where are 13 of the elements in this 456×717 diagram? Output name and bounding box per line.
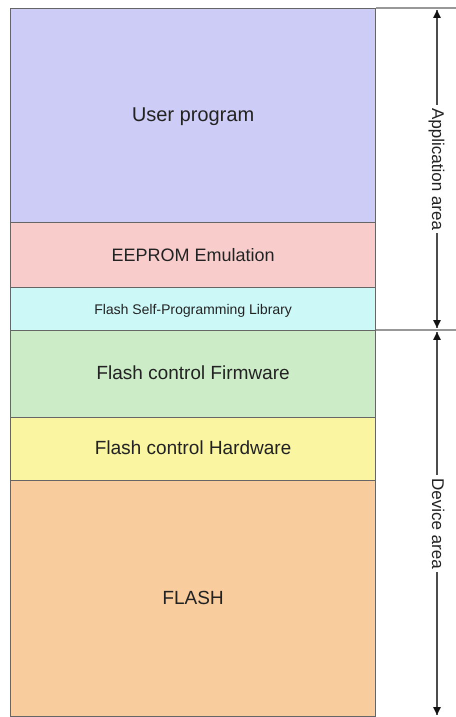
area-label: Application area — [427, 105, 447, 233]
layer-label: Flash control Firmware — [96, 363, 290, 385]
layer-label: EEPROM Emulation — [111, 244, 275, 266]
layer-box — [10, 330, 376, 418]
layer-label: User program — [132, 104, 254, 127]
layer-label: Flash Self-Programming Library — [94, 301, 292, 317]
layer-label: Flash control Hardware — [94, 438, 292, 460]
layer-box — [10, 222, 376, 288]
layer-label: FLASH — [162, 588, 224, 610]
layer-box — [10, 480, 376, 717]
layer-box — [10, 417, 376, 481]
layer-box — [10, 8, 376, 223]
layer-box — [10, 287, 376, 331]
